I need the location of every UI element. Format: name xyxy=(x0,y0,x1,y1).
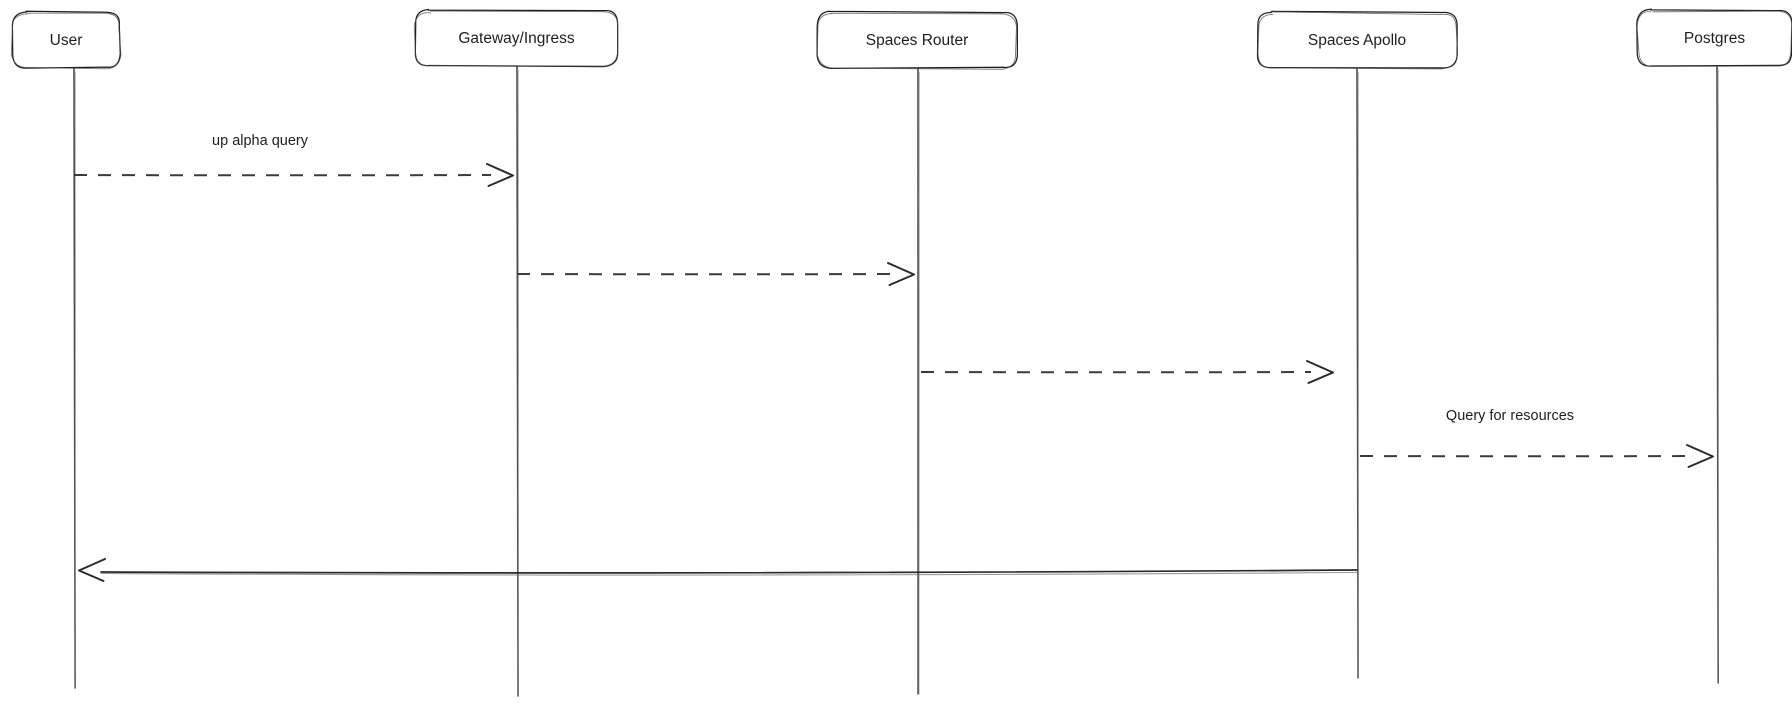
arrow-head-icon xyxy=(1686,444,1714,468)
participant-label-user: User xyxy=(50,32,83,49)
participant-label-postgres: Postgres xyxy=(1684,30,1745,47)
participant-postgres[interactable]: Postgres xyxy=(1636,8,1792,67)
message-return-to-user[interactable] xyxy=(78,558,1358,582)
message-label-1: up alpha query xyxy=(212,133,309,149)
participants-layer: User Gateway/Ingress Spaces Router Space… xyxy=(10,8,1792,70)
arrow-head-icon xyxy=(1306,360,1334,384)
lifeline-user xyxy=(73,67,76,689)
participant-label-router: Spaces Router xyxy=(866,32,969,49)
message-query-for-resources[interactable]: Query for resources xyxy=(1359,408,1714,468)
lifeline-router xyxy=(917,67,920,695)
arrow-head-icon xyxy=(486,163,514,187)
participant-label-gateway: Gateway/Ingress xyxy=(458,30,575,47)
message-up-alpha-query[interactable]: up alpha query xyxy=(73,133,514,187)
lifelines-layer xyxy=(73,65,1719,697)
messages-layer: up alpha query Query for resources xyxy=(73,133,1714,582)
message-label-4: Query for resources xyxy=(1446,408,1574,424)
participant-label-apollo: Spaces Apollo xyxy=(1308,32,1406,49)
arrow-head-icon xyxy=(887,262,915,286)
message-router-to-apollo[interactable] xyxy=(920,360,1334,384)
lifeline-gateway xyxy=(516,65,519,697)
participant-apollo[interactable]: Spaces Apollo xyxy=(1256,10,1458,70)
participant-gateway[interactable]: Gateway/Ingress xyxy=(413,8,619,68)
participant-router[interactable]: Spaces Router xyxy=(816,10,1018,70)
participant-user[interactable]: User xyxy=(10,10,122,70)
message-gateway-to-router[interactable] xyxy=(516,262,915,286)
lifeline-apollo xyxy=(1356,67,1359,679)
arrow-head-icon xyxy=(78,558,106,582)
lifeline-postgres xyxy=(1716,65,1719,684)
